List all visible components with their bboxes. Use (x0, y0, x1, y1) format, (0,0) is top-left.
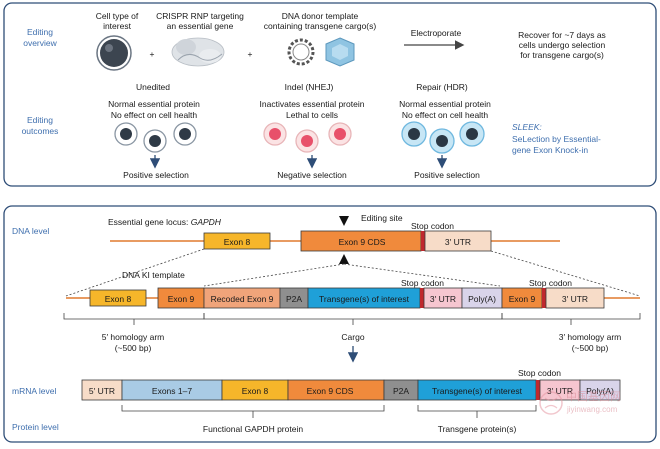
watermark-text-1: 中国基因网 (566, 390, 621, 403)
dna-level-label: DNA level (12, 226, 49, 236)
electroporate-label: Electroporate (411, 28, 462, 38)
plus-sign-2: + (248, 49, 253, 59)
sleek-line2: gene Exon Knock-in (512, 145, 588, 155)
mrna-exons17-label: Exons 1–7 (152, 386, 192, 396)
mrna-stop-codon-label: Stop codon (518, 368, 561, 378)
sleek-title: SLEEK: (512, 122, 542, 132)
homology-projection-lines (65, 248, 641, 297)
ki-stop-codon-1-label: Stop codon (401, 278, 444, 288)
sleek-line1: SeLection by Essential- (512, 134, 601, 144)
locus-exon8 (203, 232, 271, 250)
hdr-title: Repair (HDR) (416, 82, 468, 92)
locus-gene: Exon 8 Exon 9 CDS 3′ UTR (203, 230, 492, 252)
mrna-level-label: mRNA level (12, 386, 57, 396)
unedited-cells-icon (114, 122, 197, 153)
watermark-logo: 中国基因网 jiyinwang.com (539, 390, 621, 415)
functional-protein-label: Functional GAPDH protein (203, 424, 303, 434)
transgene-protein-label: Transgene protein(s) (438, 424, 517, 434)
mrna-utr3-label: 3′ UTR (547, 386, 573, 396)
unedited-line1: Normal essential protein (108, 99, 200, 109)
unedited-line2: No effect on cell health (111, 110, 198, 120)
mrna-p2a-label: P2A (393, 386, 409, 396)
hdr-cells-icon (401, 121, 485, 154)
cell-nucleus-icon (100, 39, 128, 67)
protein-brackets (121, 405, 537, 418)
ki-exon8 (89, 289, 147, 307)
mrna-polya-label: Poly(A) (586, 386, 614, 396)
watermark-text-2: jiyinwang.com (566, 405, 618, 414)
locus-label: Essential gene locus: GAPDH (108, 217, 222, 227)
indel-selection: Negative selection (277, 170, 347, 180)
locus-utr (424, 230, 492, 252)
ki-stop-codon-2-label: Stop codon (529, 278, 572, 288)
ki-exon9-right-label: Exon 9 (509, 294, 536, 304)
plasmid-icon (287, 38, 315, 66)
mrna-utr5-label: 5′ UTR (89, 386, 115, 396)
locus-exon9-label: Exon 9 CDS (339, 237, 386, 247)
locus-stop-codon-label: Stop codon (411, 221, 454, 231)
ki-transgene-label: Transgene(s) of interest (319, 294, 410, 304)
locus-exon8-label: Exon 8 (224, 237, 251, 247)
ki-recoded-exon9-label: Recoded Exon 9 (211, 294, 274, 304)
editing-site-bottom-marker (339, 254, 349, 264)
ki-utr-2 (545, 287, 605, 309)
unedited-selection: Positive selection (123, 170, 189, 180)
hdr-line2: No effect on cell health (402, 110, 489, 120)
hdr-selection: Positive selection (414, 170, 480, 180)
ki-exon9-label: Exon 9 (168, 294, 195, 304)
mrna-exon9-label: Exon 9 CDS (307, 386, 354, 396)
top-panel-frame (3, 2, 657, 187)
mrna-transcript: 5′ UTR Exons 1–7 Exon 8 Exon 9 CDS P2A T… (81, 379, 621, 401)
mrna-transgene-label: Transgene(s) of interest (432, 386, 523, 396)
left-arm-size: (~500 bp) (115, 343, 152, 353)
ki-utr-1-label: 3′ UTR (430, 294, 456, 304)
arm-brackets (63, 313, 641, 325)
hdr-line1: Normal essential protein (399, 99, 491, 109)
editing-site-label: Editing site (361, 213, 403, 223)
locus-utr-label: 3′ UTR (445, 237, 471, 247)
cargo-label: Cargo (341, 332, 364, 342)
ki-polya-label: Poly(A) (468, 294, 496, 304)
aav-capsid-icon (325, 37, 355, 67)
ki-stop-codon-2 (542, 288, 546, 308)
right-arm-label: 3′ homology arm (559, 332, 622, 342)
ki-template-label: DNA KI template (122, 270, 185, 280)
indel-cells-icon (263, 122, 352, 153)
locus-stop-codon (421, 231, 425, 251)
ki-template: Exon 8 Exon 9 Recoded Exon 9 P2A Transge… (89, 287, 605, 309)
ki-exon8-label: Exon 8 (105, 294, 132, 304)
right-arm-size: (~500 bp) (572, 343, 609, 353)
ki-p2a-label: P2A (286, 294, 302, 304)
editing-site-top-marker (339, 216, 349, 226)
indel-line1: Inactivates essential protein (260, 99, 365, 109)
plus-sign-1: + (150, 49, 155, 59)
crispr-rnp-icon (171, 37, 225, 67)
indel-line2: Lethal to cells (286, 110, 338, 120)
protein-level-label: Protein level (12, 422, 59, 432)
mrna-stop-codon (536, 380, 540, 400)
ki-utr-2-label: 3′ UTR (562, 294, 588, 304)
indel-title: Indel (NHEJ) (285, 82, 334, 92)
mrna-polya (579, 379, 621, 401)
left-arm-label: 5′ homology arm (102, 332, 165, 342)
ki-stop-codon-1 (420, 288, 424, 308)
mrna-exon8-label: Exon 8 (242, 386, 269, 396)
unedited-title: Unedited (136, 82, 170, 92)
